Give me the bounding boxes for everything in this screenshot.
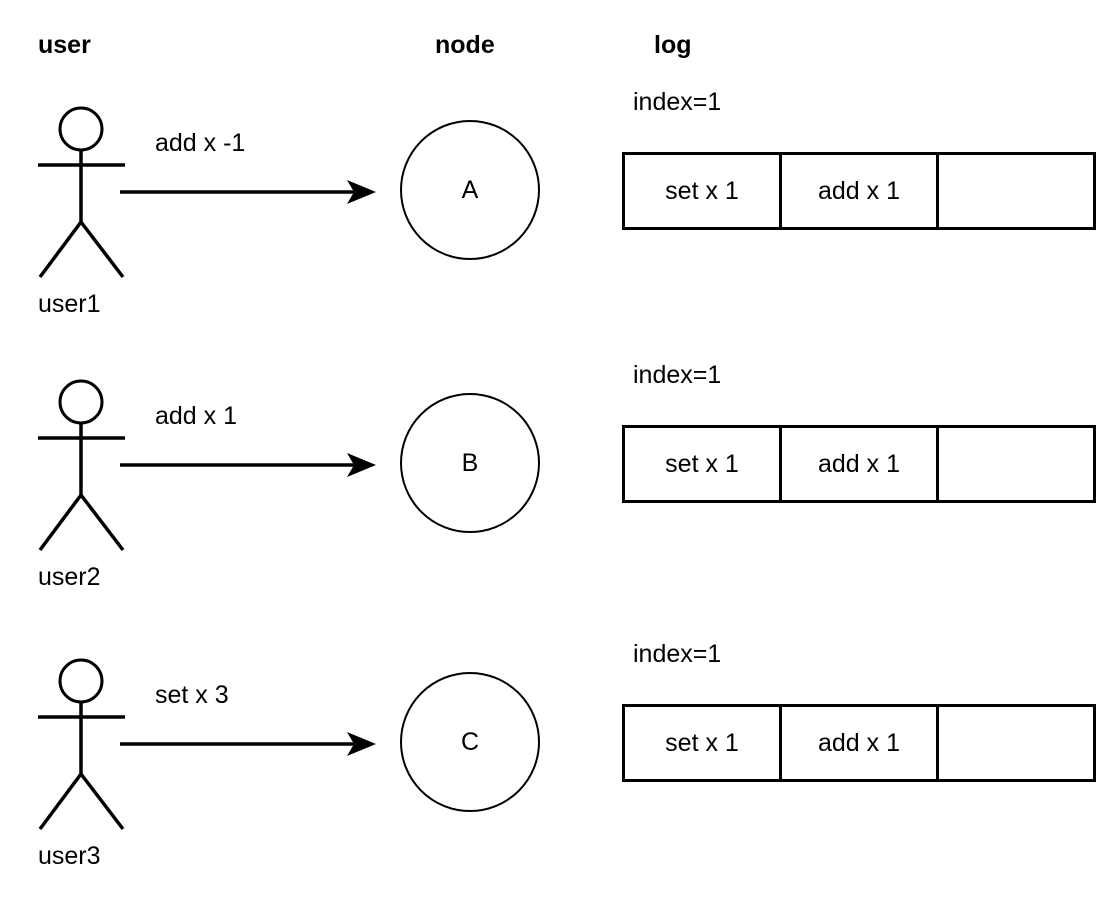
log-cell: add x 1 [782,155,939,227]
log-cell: add x 1 [782,428,939,500]
log-table: set x 1 add x 1 [622,704,1096,782]
column-header-node: node [435,31,495,59]
message-label: set x 3 [155,681,229,709]
log-cell: set x 1 [625,155,782,227]
log-cell-empty [939,155,1093,227]
stick-figure-icon [30,373,140,558]
log-cell: set x 1 [625,707,782,779]
arrow-right-icon [118,728,380,760]
actor-label: user2 [38,563,101,591]
diagram-row: user2 add x 1 B index=1 set x 1 add x 1 [0,273,1118,591]
column-header-log: log [654,31,692,59]
node-label: C [460,727,480,756]
log-table: set x 1 add x 1 [622,152,1096,230]
diagram-row: user1 add x -1 A index=1 set x 1 add x 1 [0,0,1118,318]
actor-label: user3 [38,842,101,870]
node-circle: A [400,120,540,260]
column-header-user: user [38,31,91,59]
log-table: set x 1 add x 1 [622,425,1096,503]
log-cell: add x 1 [782,707,939,779]
diagram-row: user3 set x 3 C index=1 set x 1 add x 1 [0,552,1118,870]
message-label: add x -1 [155,129,246,157]
node-label: A [461,175,479,204]
log-index-label: index=1 [633,640,722,668]
node-circle: B [400,393,540,533]
message-label: add x 1 [155,402,238,430]
log-cell-empty [939,428,1093,500]
log-index-label: index=1 [633,88,722,116]
stick-figure-icon [30,652,140,837]
node-circle: C [400,672,540,812]
log-index-label: index=1 [633,361,722,389]
arrow-right-icon [118,176,380,208]
log-cell-empty [939,707,1093,779]
node-label: B [461,448,479,477]
arrow-right-icon [118,449,380,481]
log-cell: set x 1 [625,428,782,500]
actor-label: user1 [38,290,101,318]
stick-figure-icon [30,100,140,285]
